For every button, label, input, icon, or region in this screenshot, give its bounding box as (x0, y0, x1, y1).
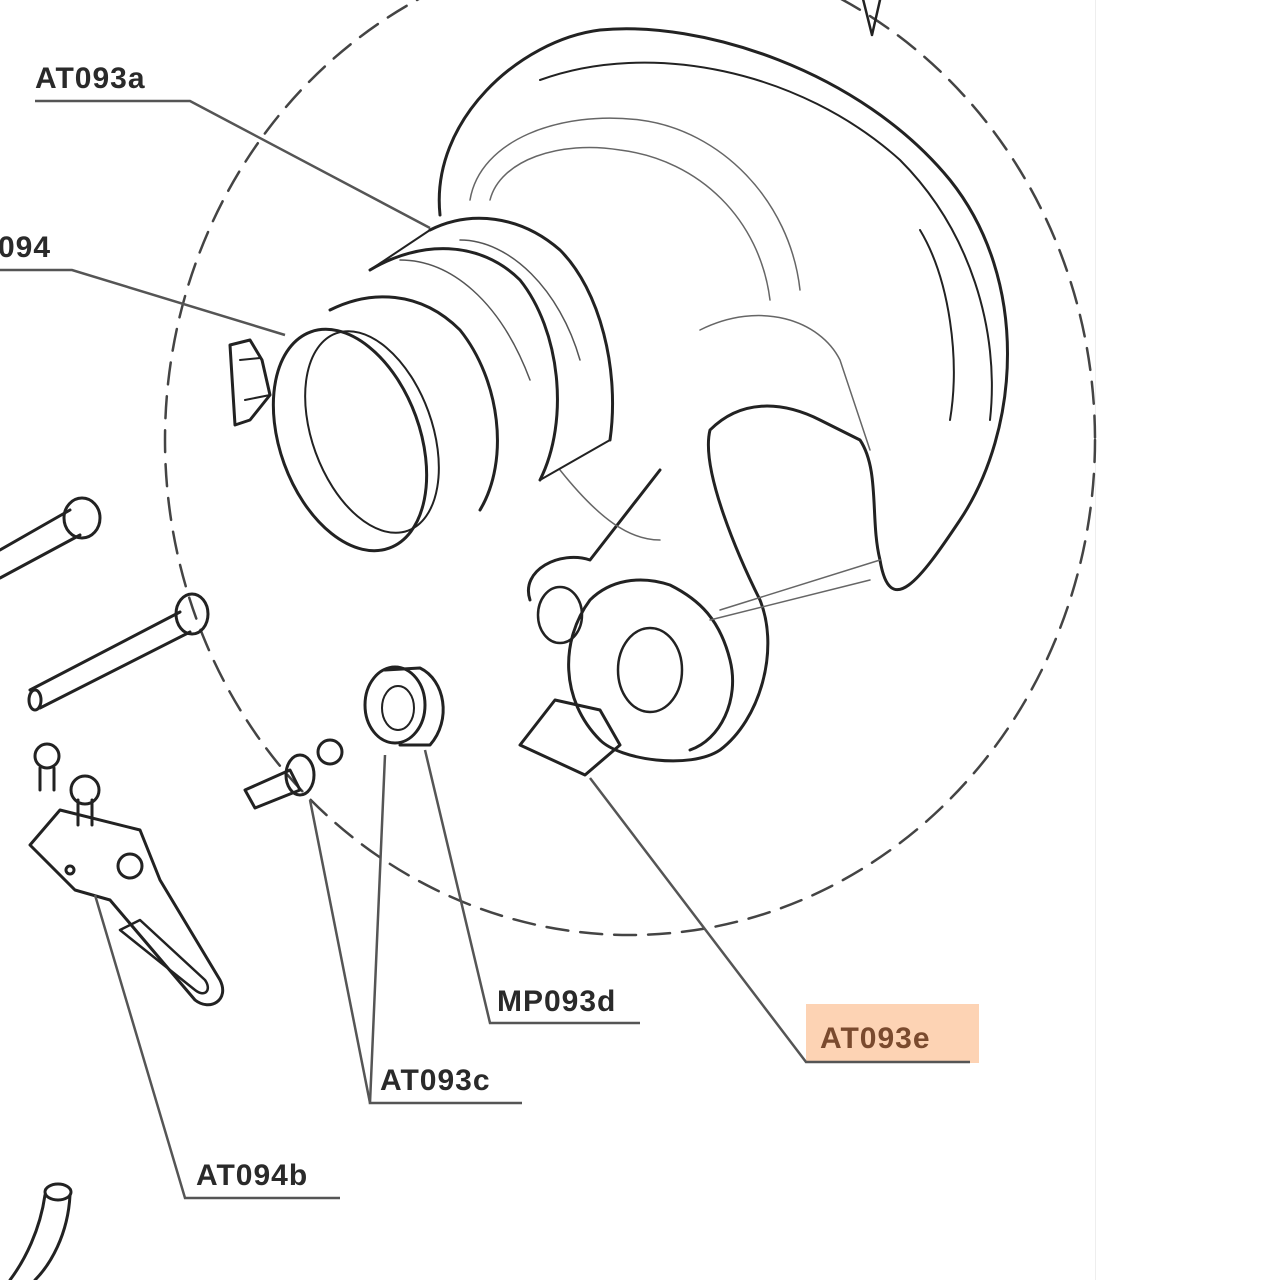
hose-clamp-part (228, 327, 440, 553)
nozzle-part (328, 216, 614, 512)
leader-at093c-b (308, 799, 372, 1104)
long-bolt-upper (0, 496, 102, 580)
callout-highlight (806, 1004, 979, 1063)
grommet-part (363, 665, 445, 747)
fitting-part (243, 738, 344, 810)
page-edge-divider (1095, 0, 1096, 1280)
leader-at093c-a (368, 754, 522, 1105)
small-screw (33, 742, 61, 792)
detail-arrow (861, 0, 882, 37)
leader-at093e (589, 777, 970, 1064)
leader-mp093d (423, 749, 640, 1025)
housing-part (437, 27, 1009, 777)
callout-094[interactable]: 094 (0, 231, 52, 264)
hose-part (8, 1182, 73, 1280)
leader-at093a (35, 99, 431, 230)
callout-at093e[interactable]: AT093e (820, 1022, 931, 1055)
callout-at094b[interactable]: AT094b (196, 1159, 309, 1192)
leader-094 (0, 268, 286, 337)
callout-at093c[interactable]: AT093c (380, 1064, 491, 1097)
bracket-part (28, 774, 225, 1007)
callout-mp093d[interactable]: MP093d (497, 985, 617, 1018)
long-bolt-lower (27, 592, 210, 712)
detail-circle (163, 0, 1097, 937)
callout-at093a[interactable]: AT093a (35, 62, 146, 95)
leader-at094b (93, 894, 340, 1200)
